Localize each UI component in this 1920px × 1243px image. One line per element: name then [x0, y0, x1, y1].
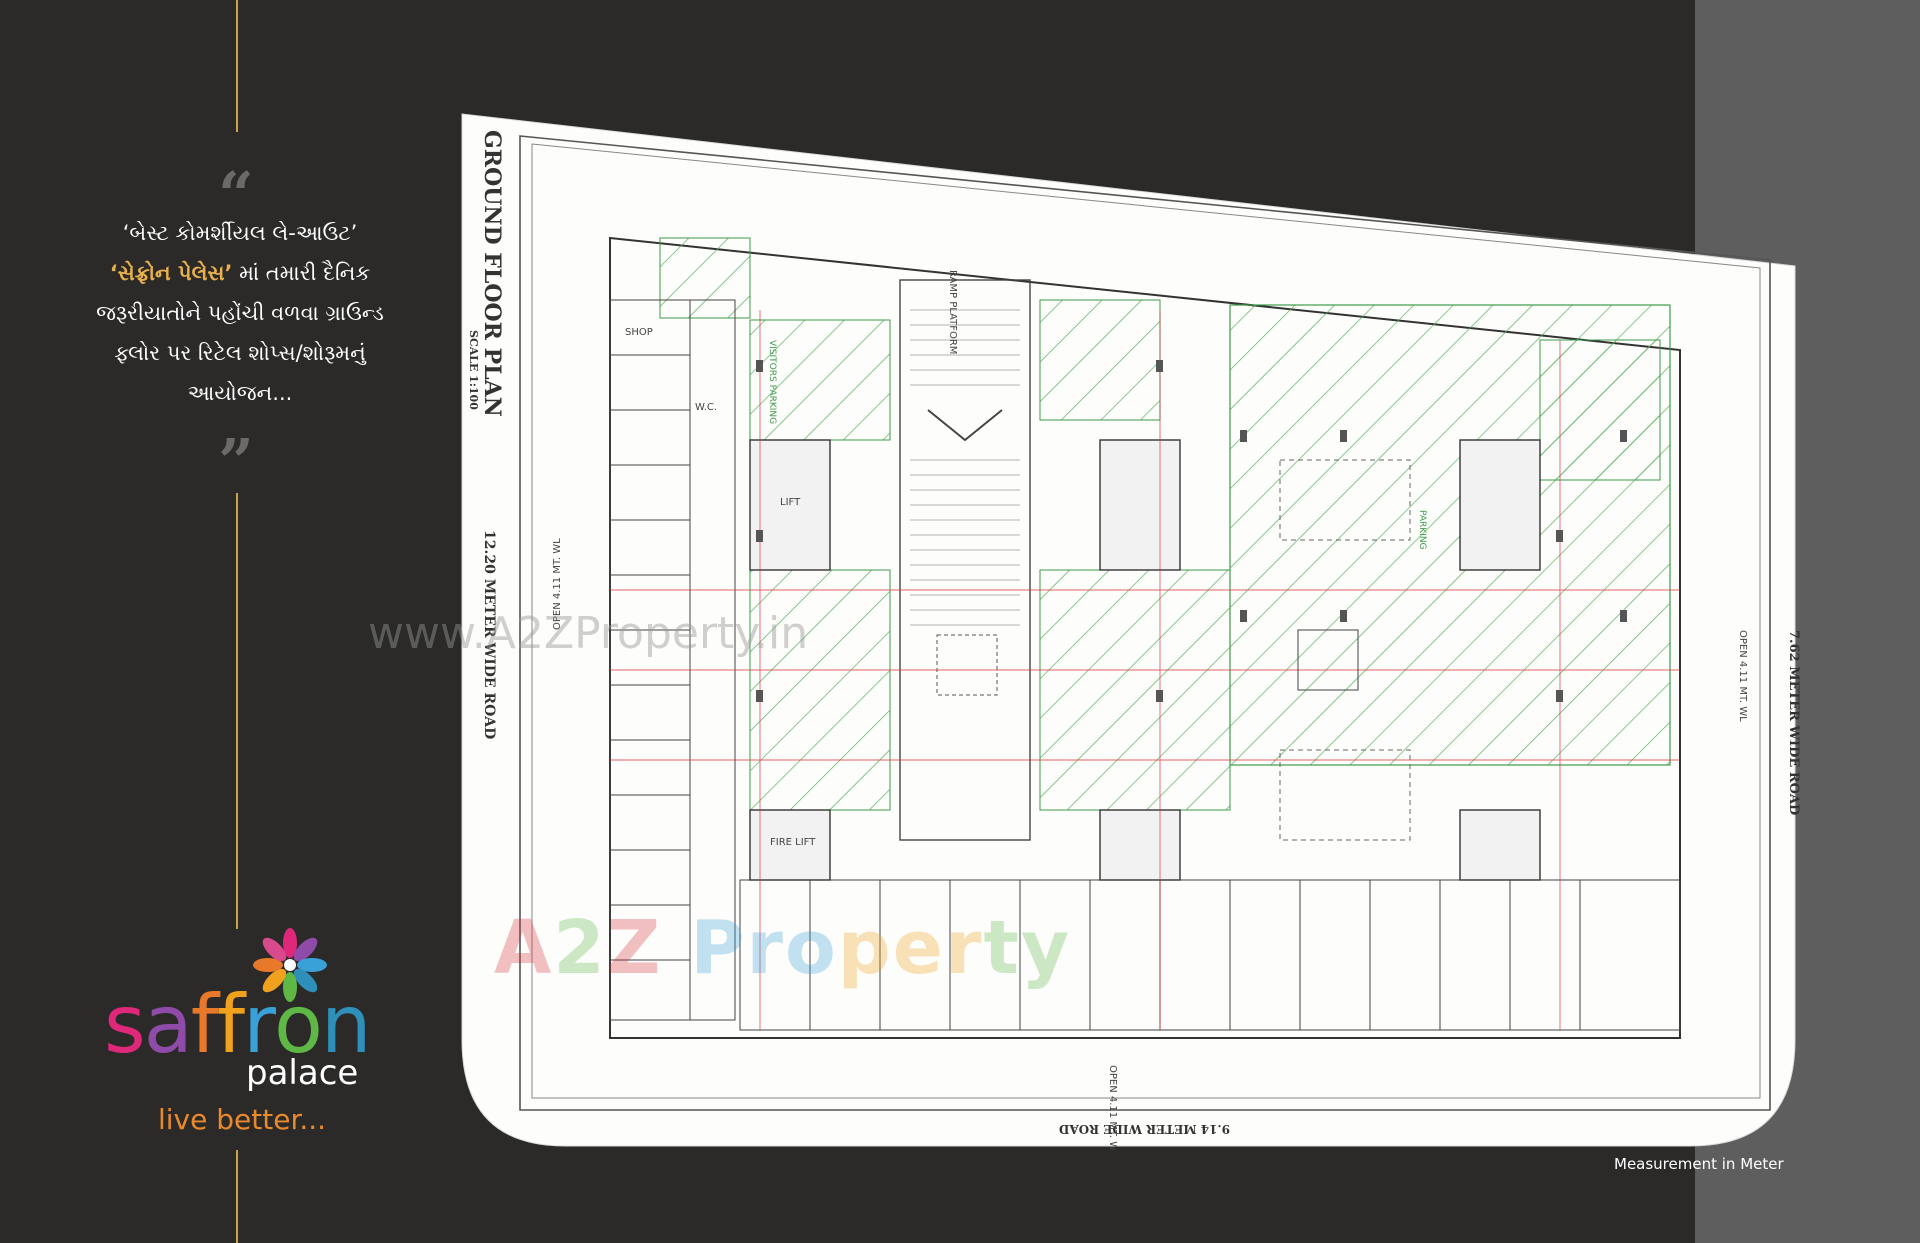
parking-label: PARKING [1417, 510, 1427, 550]
logo-letter: f [190, 978, 219, 1071]
site-watermark: www.A2ZProperty.in [368, 608, 809, 659]
tagline-line-2: ‘સેફ્રોન પેલેસ’ માં તમારી દૈનિક [40, 253, 440, 293]
visitors-parking-label: VISITORS PARKING [767, 340, 777, 424]
logo-letter: r [243, 978, 276, 1071]
wc-label: W.C. [695, 402, 717, 413]
plan-scale: SCALE 1:100 [467, 330, 480, 410]
logo-letter: o [273, 978, 323, 1071]
logo-letter: a [143, 978, 193, 1071]
lift-label: LIFT [780, 497, 801, 508]
tagline-line-4: ફ્લોર પર રિટેલ શોપ્સ/શોરૂમનું [114, 341, 366, 365]
logo-wordmark: saffron [104, 978, 372, 1071]
bottom-road-label: 9.14 METER WIDE ROAD [1059, 1122, 1230, 1136]
shop-label: SHOP [625, 327, 653, 338]
ramp-arrow-icon [927, 409, 1003, 442]
left-road-label: 12.20 METER WIDE ROAD [481, 530, 497, 739]
logo-tagline: live better... [158, 1103, 327, 1136]
tagline-highlight: ‘સેફ્રોન પેલેસ’ [109, 261, 233, 285]
flower-icon [253, 928, 327, 1002]
logo-letter: f [216, 978, 245, 1071]
gold-divider-bottom [236, 1150, 238, 1243]
right-road-label: 7.62 METER WIDE ROAD [1786, 630, 1800, 815]
ground-floor-plan: GROUND FLOOR PLAN SCALE 1:100 12.20 METE… [460, 110, 1801, 1157]
close-quote-icon: ” [218, 425, 254, 498]
ramp-label: RAMP PLATFORM [947, 270, 958, 354]
open-bottom-label: OPEN 4.11 MT. WL [1107, 1065, 1118, 1150]
plan-title: GROUND FLOOR PLAN [479, 130, 505, 417]
fire-lift-label: FIRE LIFT [770, 837, 816, 848]
logo-letter: s [104, 978, 146, 1071]
open-right-label: OPEN 4.11 MT. WL [1737, 630, 1748, 722]
floor-plan-drawing: GROUND FLOOR PLAN SCALE 1:100 12.20 METE… [461, 113, 1801, 1157]
tagline: ‘બેસ્ટ કોમર્શીયલ લે-આઉટ’ ‘સેફ્રોન પેલેસ’… [40, 213, 440, 413]
tagline-line-3: જરૂરીયાતોને પહોંચી વળવા ગ્રાઉન્ડ [96, 301, 384, 325]
gold-divider-middle [236, 493, 238, 929]
logo-subtitle: palace [246, 1053, 359, 1093]
open-quote-icon: “ [218, 158, 254, 231]
tagline-line-5: આયોજન... [187, 381, 293, 405]
brand-watermark: A2Z Property [494, 905, 1072, 991]
saffron-palace-logo: saffron palace live better... [100, 925, 380, 1145]
tagline-line-1: ‘બેસ્ટ કોમર્શીયલ લે-આઉટ’ [122, 221, 358, 245]
tagline-line-2-rest: માં તમારી દૈનિક [232, 261, 371, 285]
open-left-label: OPEN 4.11 MT. WL [552, 538, 563, 630]
measurement-note: Measurement in Meter [1614, 1155, 1784, 1173]
gold-divider-top [236, 0, 238, 132]
logo-letter: n [320, 978, 372, 1071]
